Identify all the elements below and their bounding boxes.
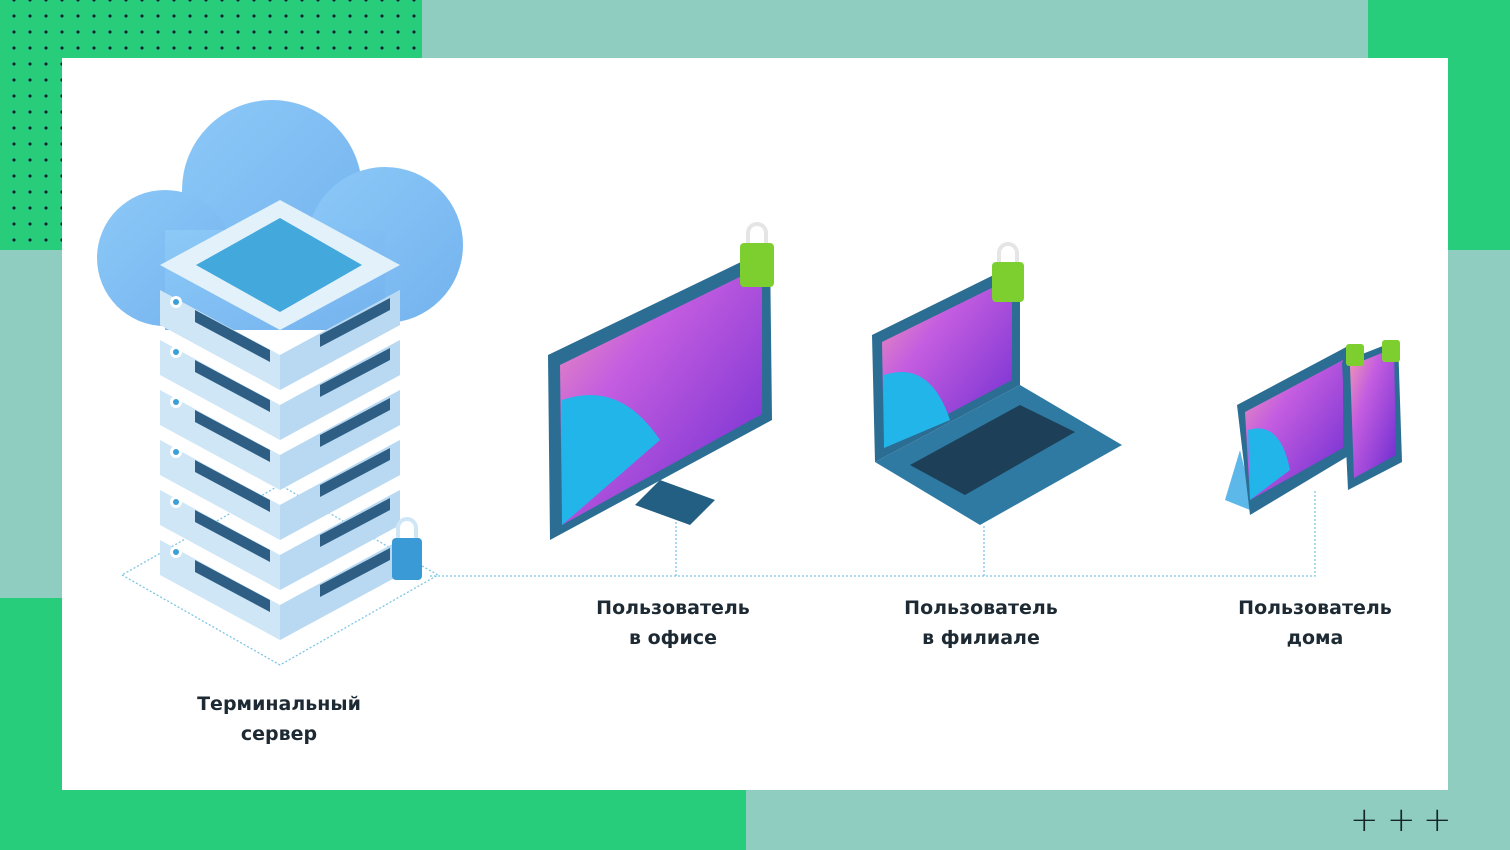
label-line: в офисе [628, 627, 717, 649]
tablet-and-phone-icon [1225, 340, 1402, 515]
label-line: Терминальный [197, 693, 361, 715]
plus-icon: + [1387, 800, 1416, 840]
laptop-icon [872, 242, 1122, 525]
plus-icon: + [1423, 800, 1452, 840]
label-terminal-server: Терминальный сервер [159, 689, 399, 749]
label-line: сервер [240, 723, 318, 745]
label-line: дома [1286, 627, 1344, 649]
monitor-icon [548, 222, 774, 540]
label-line: в филиале [922, 627, 1040, 649]
label-line: Пользователь [1238, 597, 1392, 619]
plus-icon: + [1350, 800, 1379, 840]
server-rack-icon [160, 200, 422, 640]
connection-lines [120, 484, 1316, 666]
label-home-user: Пользователь дома [1195, 593, 1435, 653]
label-branch-user: Пользователь в филиале [861, 593, 1101, 653]
label-office-user: Пользователь в офисе [553, 593, 793, 653]
label-line: Пользователь [904, 597, 1058, 619]
label-line: Пользователь [596, 597, 750, 619]
